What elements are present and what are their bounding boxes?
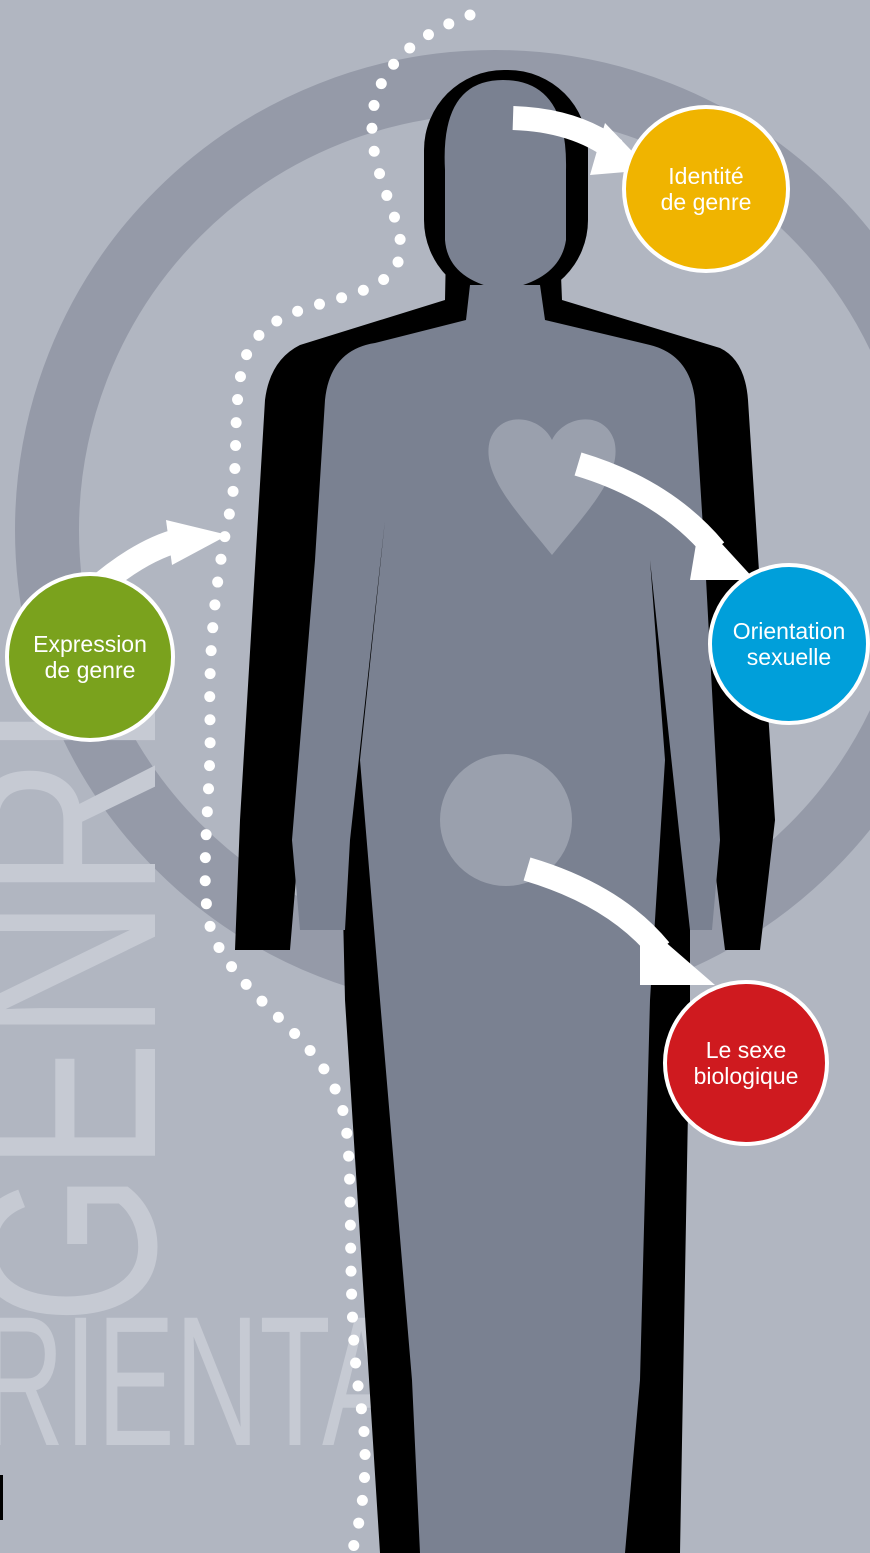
bubble-label: Le sexe biologique — [694, 1037, 799, 1089]
bubble-label: Expression de genre — [33, 631, 147, 683]
bubble-label: Identité de genre — [661, 163, 752, 215]
bubble-le-sexe-biologique: Le sexe biologique — [663, 980, 829, 1146]
bubble-label: Orientation sexuelle — [733, 618, 846, 670]
edge-mark — [0, 1475, 3, 1520]
bubble-expression-de-genre: Expression de genre — [5, 572, 175, 742]
bubble-orientation-sexuelle: Orientation sexuelle — [708, 563, 870, 725]
bubble-identite-de-genre: Identité de genre — [622, 105, 790, 273]
background-word-orientation: RIENTA — [0, 1279, 400, 1485]
